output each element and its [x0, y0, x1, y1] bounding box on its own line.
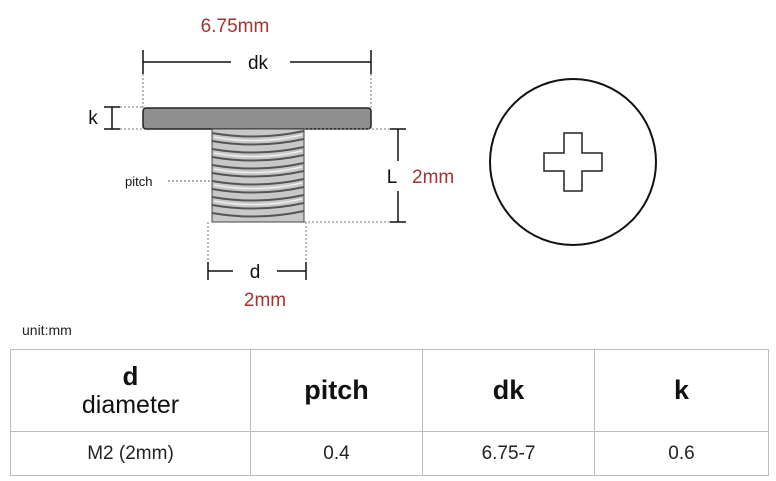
pitch-label: pitch: [125, 174, 152, 189]
table-row: M2 (2mm) 0.4 6.75-7 0.6: [10, 431, 769, 476]
screw-thread: [211, 128, 305, 223]
L-symbol-label: L: [387, 167, 398, 188]
header-diameter-symbol: d: [122, 360, 139, 391]
screw-diagram: 6.75mm dk k: [88, 16, 657, 311]
cell-pitch: 0.4: [250, 431, 423, 476]
d-symbol-label: d: [250, 262, 261, 283]
k-dimension: k: [88, 106, 143, 130]
pitch-callout: pitch: [125, 174, 212, 189]
header-pitch: pitch: [250, 349, 423, 432]
header-k: k: [594, 349, 769, 432]
L-value-label: 2mm: [412, 167, 454, 188]
d-value-label: 2mm: [244, 290, 286, 311]
screw-head: [142, 107, 372, 130]
dk-value-label: 6.75mm: [201, 16, 270, 37]
header-dk: dk: [422, 349, 595, 432]
phillips-cross-icon: [543, 132, 603, 192]
k-symbol-label: k: [88, 108, 98, 129]
cell-k: 0.6: [594, 431, 769, 476]
table-header-row: d diameter pitch dk k: [10, 349, 769, 432]
spec-table: d diameter pitch dk k M2 (2mm) 0.4 6.75-…: [10, 349, 769, 476]
dk-symbol-label: dk: [248, 53, 269, 74]
header-diameter-desc: diameter: [81, 390, 180, 419]
cell-diameter: M2 (2mm): [10, 431, 251, 476]
cell-dk: 6.75-7: [422, 431, 595, 476]
dk-dimension: 6.75mm dk: [142, 16, 372, 108]
unit-label: unit:mm: [22, 322, 72, 338]
screw-top-view: [489, 78, 657, 246]
header-diameter: d diameter: [10, 349, 251, 432]
d-dimension: d 2mm: [207, 222, 307, 311]
L-dimension: L 2mm: [304, 128, 454, 223]
